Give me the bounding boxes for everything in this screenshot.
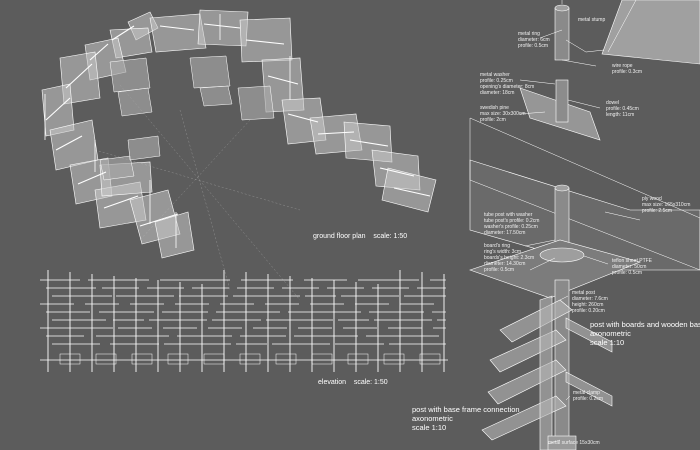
annotation-line: metal ring — [518, 31, 540, 37]
elevation-table — [383, 353, 405, 365]
plan-caption: ground floor plan scale: 1:50 — [313, 233, 407, 240]
annotation-line: metal stump — [578, 17, 606, 23]
annotation-line: diameter: 14.30cm — [484, 261, 526, 267]
elevation-table — [275, 353, 297, 365]
annotation-wire-rope: wire rope profile: 0.3cm — [612, 63, 642, 75]
annotation-line: ring's width: 3cm — [484, 249, 522, 255]
right-detail-title: post with boards and wooden base c axono… — [590, 320, 700, 347]
right-detail-title-line: scale 1:10 — [590, 338, 625, 347]
elevation-table — [347, 353, 369, 365]
annotation-line: max size: 30x300cm — [480, 111, 526, 117]
post-detail-axonometric — [469, 0, 700, 450]
plan-caption-text: ground floor plan — [313, 233, 366, 240]
annotation-line: max size: 165x310cm — [642, 202, 691, 208]
annotation-line: profile: 0.45cm — [606, 106, 639, 112]
annotation-line: metal surface 15x30cm — [548, 440, 600, 446]
annotation-line: diameter: 7.6cm — [572, 296, 608, 302]
elevation-scale-text: scale: 1:50 — [353, 379, 388, 386]
annotation-metal-washer: metal washer profile: 0.25cm opening's d… — [480, 72, 534, 96]
annotation-line: profile: 0.20cm — [572, 308, 605, 314]
annotation-metal-surface: metal surface 15x30cm — [548, 440, 600, 446]
annotation-line: diameter: 50cm — [612, 264, 647, 270]
elevation-table — [311, 353, 333, 365]
annotation-swedish-pine: swedish pine max size: 30x300cm profile:… — [480, 105, 526, 123]
annotation-line: dowel — [606, 100, 620, 106]
annotation-line: ply wood — [642, 196, 662, 202]
left-detail-title: post with base frame connection axonomet… — [412, 405, 520, 432]
annotation-metal-stump: metal stump — [578, 17, 605, 23]
annotation-line: profile: 0.25cm — [480, 78, 513, 84]
annotation-metal-post: metal post diameter: 7.6cm height: 260cm… — [572, 290, 608, 314]
annotation-line: diameter: 17.50cm — [484, 230, 526, 236]
annotation-line: board's ring — [484, 243, 510, 249]
annotation-line: profile: 0.2cm — [573, 396, 604, 402]
elevation-table — [203, 353, 225, 365]
annotation-line: profile: 0.5cm — [484, 267, 515, 273]
annotation-metal-clamp: metal clamp profile: 0.2cm — [573, 390, 603, 402]
elevation-drawing — [40, 270, 448, 372]
elevation-table — [419, 353, 441, 365]
elevation-table — [59, 353, 81, 365]
elevation-table — [239, 353, 261, 365]
annotation-tube-post: tube post with washer tube post's profil… — [484, 212, 539, 236]
annotation-line: wire rope — [612, 63, 633, 69]
annotation-line: tube post with washer — [484, 212, 533, 218]
annotation-line: swedish pine — [480, 105, 509, 111]
annotation-dowel: dowel profile: 0.45cm length: 11cm — [606, 100, 639, 118]
elevation-table — [167, 353, 189, 365]
annotation-line: profile: 0.5cm — [612, 270, 643, 276]
left-detail-title-line: axonometric — [412, 414, 453, 423]
annotation-line: profile: 2.5cm — [642, 208, 673, 214]
annotation-line: metal post — [572, 290, 596, 296]
elevation-caption-text: elevation — [318, 379, 347, 386]
annotation-line: teflon sheet PTFE — [612, 258, 653, 264]
annotation-line: tube post's profile: 0.2cm — [484, 218, 540, 224]
annotation-line: height: 260cm — [572, 302, 604, 308]
annotation-line: length: 11cm — [606, 112, 635, 118]
plan-scale-text: scale: 1:50 — [373, 233, 408, 240]
elevation-table — [95, 353, 117, 365]
annotation-line: profile: 0.3cm — [612, 69, 643, 75]
annotation-line: diameter: 6cm — [518, 37, 550, 43]
annotation-line: diameter: 18cm — [480, 90, 515, 96]
annotation-ply-wood: ply wood max size: 165x310cm profile: 2.… — [642, 196, 690, 214]
left-detail-title-line: scale 1:10 — [412, 423, 447, 432]
right-detail-title-line: post with boards and wooden base c — [590, 320, 700, 329]
annotation-metal-ring: metal ring diameter: 6cm profile: 0.5cm — [518, 31, 550, 49]
annotation-line: washer's profile: 0.25cm — [484, 224, 538, 230]
annotation-boards-ring: board's ring ring's width: 3cm boards's … — [484, 243, 534, 273]
right-detail-title-line: axonometric — [590, 329, 631, 338]
annotation-line: boards's height: 2.3cm — [484, 255, 535, 261]
elevation-table — [131, 353, 153, 365]
ground-floor-plan — [41, 9, 437, 301]
annotation-line: metal washer — [480, 72, 510, 78]
annotation-line: profile: 2cm — [480, 117, 506, 123]
annotation-teflon-sheet: teflon sheet PTFE diameter: 50cm profile… — [612, 258, 652, 276]
elevation-caption: elevation scale: 1:50 — [318, 379, 388, 386]
annotation-line: opening's diameter: 8cm — [480, 84, 535, 90]
left-detail-title-line: post with base frame connection — [412, 405, 520, 414]
annotation-line: metal clamp — [573, 390, 600, 396]
annotation-line: profile: 0.5cm — [518, 43, 549, 49]
